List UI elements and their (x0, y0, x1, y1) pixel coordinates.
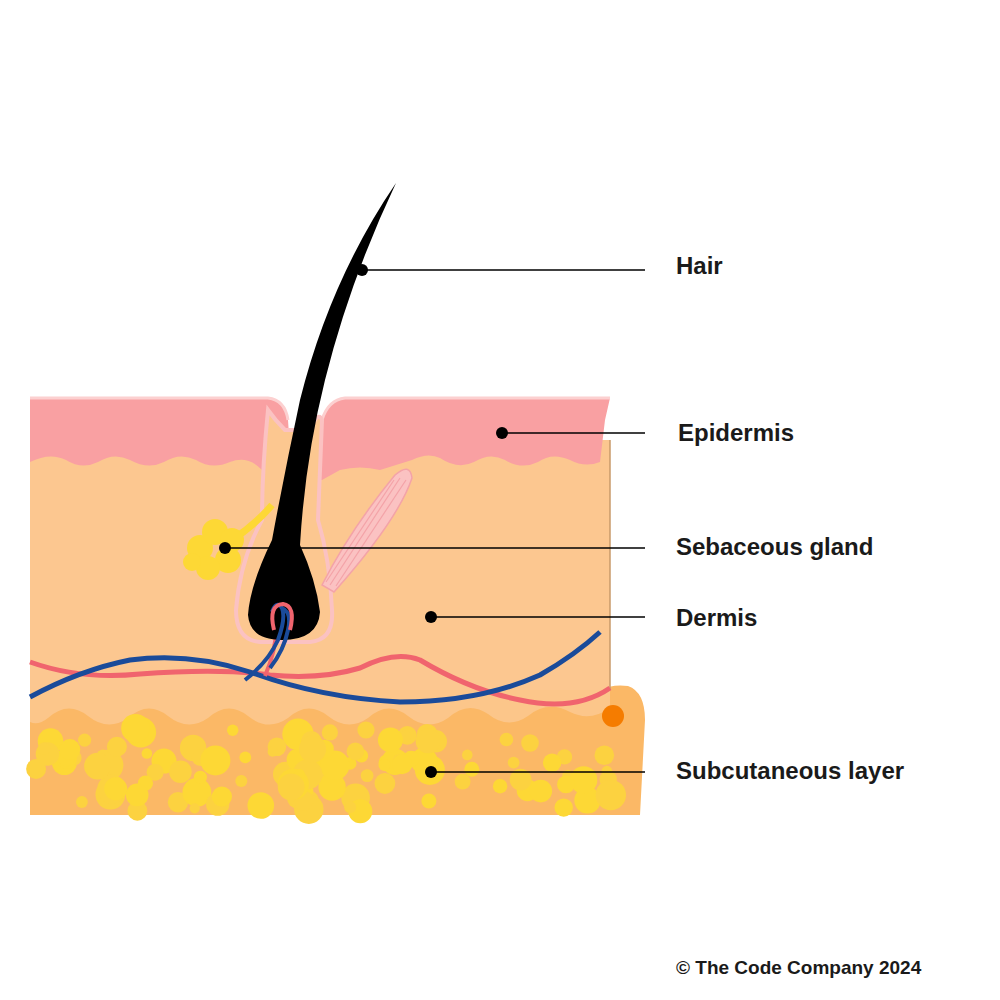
fat-cell (521, 734, 539, 752)
fat-cell (357, 721, 374, 738)
part-label: Sebaceous gland (676, 533, 873, 562)
subcutaneous-upper-band (30, 690, 610, 725)
fat-cell (421, 794, 436, 809)
part-label: Hair (676, 252, 723, 281)
part-label: Dermis (676, 604, 757, 633)
copyright-note: © The Code Company 2024 (676, 957, 921, 980)
arrector-muscle (322, 469, 412, 592)
fat-cell (107, 737, 127, 757)
fat-cell (76, 796, 88, 808)
muscle-fibres (326, 478, 406, 586)
fat-cell (543, 754, 561, 772)
fat-cell (493, 779, 507, 793)
fat-cell (36, 742, 60, 766)
fat-cell (169, 761, 192, 784)
fat-cell (595, 746, 615, 766)
fat-cell (268, 747, 278, 757)
fat-cell (322, 724, 338, 740)
fat-cell (375, 773, 396, 794)
fat-cell (247, 792, 274, 819)
fat-cell (278, 769, 309, 800)
fat-cell (121, 714, 150, 743)
papilla-loop (272, 604, 292, 630)
fat-cell (84, 753, 111, 780)
fat-cell (557, 776, 575, 794)
fat-cell (596, 780, 626, 810)
fat-cell (344, 801, 356, 813)
hair-shaft (248, 183, 396, 640)
orange-dot (602, 705, 624, 727)
dermis-edge (609, 440, 611, 690)
fat-cell (464, 762, 479, 777)
fat-cell (347, 743, 365, 761)
fat-cell (190, 803, 200, 813)
fat-cell (104, 777, 127, 800)
fat-cell (126, 784, 149, 807)
fat-cell (508, 757, 520, 769)
fat-cell (78, 734, 91, 747)
fat-cell (570, 766, 597, 793)
fat-cell (239, 752, 251, 764)
part-label: Epidermis (678, 419, 794, 448)
fat-cell (555, 798, 573, 816)
sebaceous-gland (183, 519, 244, 580)
leader-dots (219, 264, 508, 778)
fat-cell (462, 750, 473, 761)
fat-cells (26, 714, 626, 824)
fat-cell (278, 774, 305, 801)
fat-cell (530, 780, 553, 803)
fat-cell (500, 733, 514, 747)
fat-cell (392, 754, 412, 774)
fat-cell (38, 742, 51, 755)
part-label: Subcutaneous layer (676, 757, 904, 786)
fat-cell (227, 725, 238, 736)
fat-cell (455, 774, 471, 790)
fat-cell (200, 745, 230, 775)
fat-cell (194, 771, 207, 784)
vein (30, 632, 600, 702)
fat-cell (378, 728, 403, 753)
fat-cell (379, 759, 391, 771)
fat-cell (142, 748, 153, 759)
fat-cell (268, 738, 287, 757)
fat-cell (59, 739, 80, 760)
papilla-vein (245, 605, 289, 680)
fat-cell (235, 775, 247, 787)
fat-cell (361, 769, 374, 782)
leader-lines (225, 270, 645, 772)
fat-cell (212, 787, 232, 807)
fat-cell (416, 729, 441, 754)
fat-cell (299, 736, 326, 763)
